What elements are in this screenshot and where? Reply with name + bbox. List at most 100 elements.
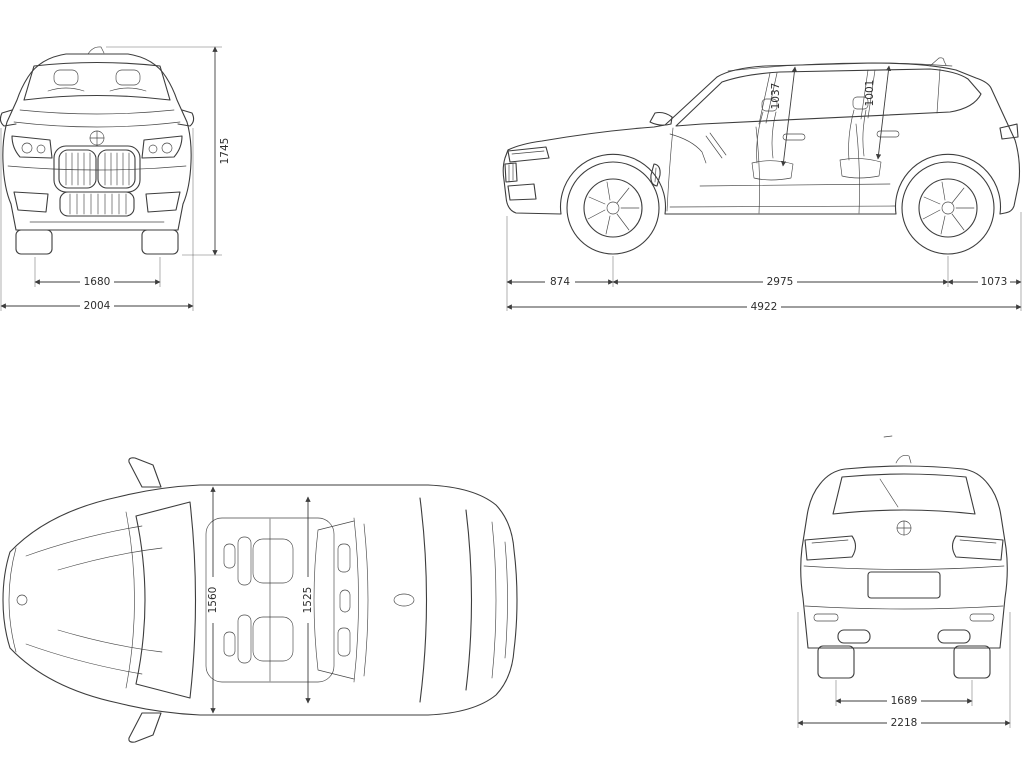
side-door-seams	[666, 123, 860, 214]
top-sunroof	[205, 517, 335, 683]
rear-tire-left	[817, 645, 855, 679]
rear-reflector-right	[969, 613, 995, 622]
top-rear-width-dimension: 1525	[302, 496, 314, 704]
rear-center-reference-tick	[883, 435, 893, 438]
top-mirror-right	[128, 712, 162, 743]
side-glasshouse	[675, 68, 982, 127]
front-roof-antenna-icon	[87, 46, 105, 55]
front-grille-bars	[65, 152, 130, 186]
rear-tire-right	[953, 645, 991, 679]
side-rear-seatback	[848, 109, 867, 161]
front-headlight-left-lens-outer	[21, 142, 33, 154]
top-bumper-inner-line	[8, 547, 17, 653]
top-headrest-passenger	[223, 631, 236, 657]
steering-wheel-lines	[705, 132, 727, 159]
rear-license-plate-recess	[867, 571, 941, 599]
front-center-intake	[59, 191, 135, 217]
front-width-dimension: 2004	[0, 128, 194, 312]
rear-wiper-icon	[879, 478, 899, 508]
front-mirror-left	[0, 109, 17, 127]
top-hood-creases	[25, 525, 163, 675]
rear-body-outline	[800, 465, 1008, 649]
side-rocker-line	[669, 205, 896, 208]
side-rear-wheel	[901, 161, 995, 255]
rear-roundel-icon	[896, 520, 912, 536]
side-mirror	[649, 111, 673, 126]
side-grille-bars	[508, 163, 514, 182]
front-tire-right	[141, 229, 179, 255]
front-kidney-grille-right	[97, 149, 136, 189]
side-length-dimensions: 874 2975 1073 4922	[506, 212, 1022, 313]
side-interior-lines	[669, 96, 891, 187]
side-rear-overhang-value: 1073	[981, 276, 1008, 288]
rear-tailgate-seam	[803, 565, 1005, 570]
rear-bumper-line	[804, 605, 1004, 610]
top-tailgate-lines	[491, 521, 508, 679]
top-view: 1560 1525	[2, 457, 518, 743]
front-windshield	[23, 61, 171, 101]
front-center-intake-bars	[69, 193, 127, 215]
side-front-wheel-spokes	[587, 181, 640, 235]
top-antenna-fin-icon	[393, 593, 415, 607]
side-wheelbase-value: 2975	[767, 276, 794, 288]
top-front-seats	[223, 536, 294, 664]
front-height-dimension: 1745	[106, 46, 231, 256]
top-headrest-driver	[223, 543, 236, 569]
side-front-cushion	[751, 160, 794, 181]
front-bumper-line	[7, 165, 187, 171]
top-windshield	[135, 501, 197, 699]
rear-antenna-fin-icon	[895, 454, 912, 464]
side-rear-wheel-spokes	[922, 181, 975, 235]
front-headlight-right-lens-inner	[148, 144, 158, 154]
top-rear-bench	[313, 517, 369, 683]
side-pillar-lines	[758, 68, 941, 125]
rear-reflector-left	[813, 613, 839, 622]
front-track-dimension: 1680	[34, 257, 161, 288]
front-tire-left	[15, 229, 53, 255]
side-roof-rail	[727, 62, 953, 72]
front-mirror-right	[177, 109, 195, 127]
top-rear-bench-lines	[313, 517, 369, 683]
side-headlight-line	[511, 150, 545, 155]
side-front-wheel	[566, 161, 660, 255]
front-width-value: 2004	[84, 300, 111, 312]
rear-window	[832, 473, 976, 515]
top-cowl-line	[125, 511, 135, 689]
front-headrest-left	[53, 69, 79, 86]
top-rear-headrest-right	[337, 627, 351, 657]
rear-taillight-left	[804, 535, 857, 561]
rear-overall-width-value: 2218	[891, 717, 918, 729]
rear-track-dimension: 1689	[835, 680, 973, 707]
front-intake-left	[13, 191, 49, 213]
top-rear-window	[419, 497, 473, 703]
side-floor-line	[699, 183, 891, 187]
side-rear-headroom-value: 1001	[864, 80, 876, 107]
side-antenna-fin-icon	[929, 57, 947, 67]
side-fender-vent	[650, 163, 661, 187]
rear-overall-width-dimension: 2218	[797, 612, 1011, 729]
front-headlight-right-lens-outer	[161, 142, 173, 154]
top-rear-headrest-center	[339, 589, 351, 613]
side-overall-length-value: 4922	[751, 301, 778, 313]
side-body-outline	[502, 62, 1021, 215]
top-mirror-left	[128, 457, 162, 488]
front-view: 1745 1680 2004	[0, 46, 231, 312]
front-height-value: 1745	[219, 138, 231, 165]
side-front-headrest	[761, 98, 778, 112]
side-bumper-intake	[507, 183, 537, 201]
top-front-width-value: 1560	[207, 587, 219, 614]
side-grille	[504, 162, 518, 183]
front-body-outline	[2, 53, 192, 231]
rear-taillight-right	[951, 535, 1004, 561]
side-front-seatback	[756, 111, 777, 164]
front-intake-right	[145, 191, 181, 213]
top-rear-width-value: 1525	[302, 587, 314, 614]
side-rear-headroom-dimension: 1001	[864, 65, 892, 160]
front-headrest-right	[115, 69, 141, 86]
side-front-overhang-value: 874	[550, 276, 570, 288]
front-roundel-icon	[89, 130, 105, 146]
side-front-headroom-dimension: 1037	[770, 66, 798, 167]
front-hood-lines	[13, 109, 181, 128]
